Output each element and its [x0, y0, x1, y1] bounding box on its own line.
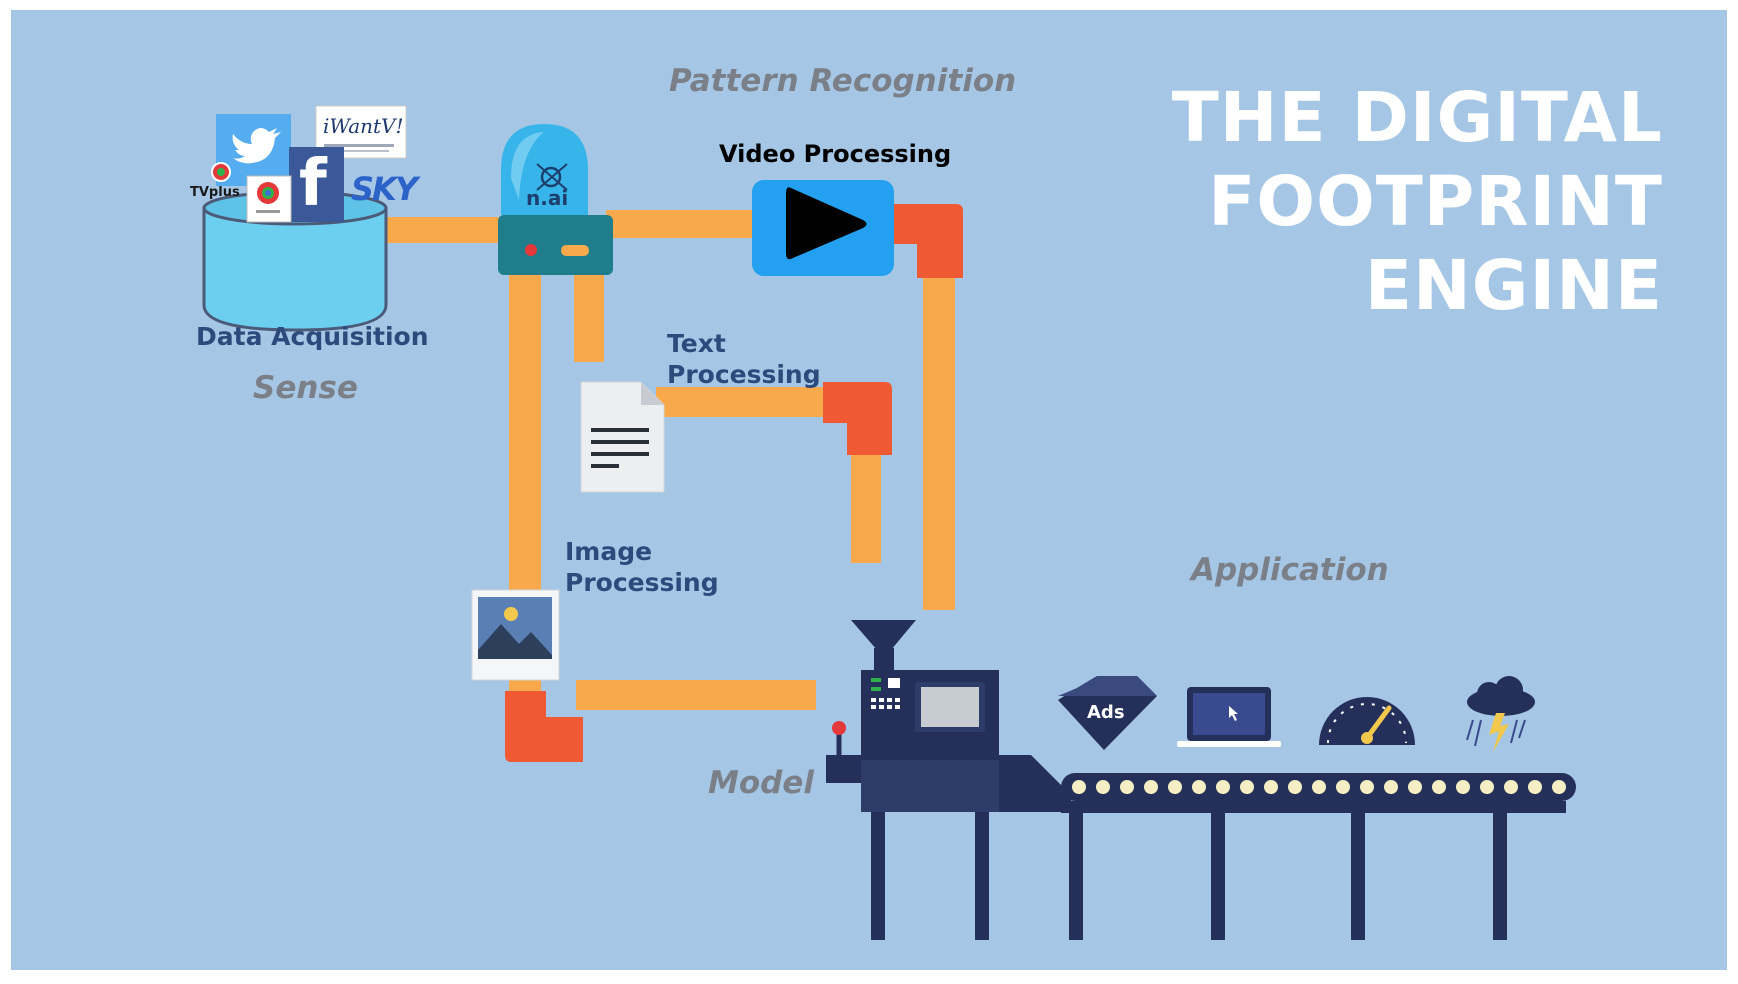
pipe-hub-to-text [574, 272, 604, 362]
stage-label-sense: Sense [253, 370, 358, 406]
conveyor-roller [1192, 780, 1206, 794]
tvplus-mark-icon [211, 162, 231, 182]
conveyor-roller [1432, 780, 1446, 794]
tvplus-logo-text: TVplus [190, 185, 240, 200]
video-play-button[interactable] [752, 180, 894, 276]
play-icon [786, 187, 867, 260]
ads-label: Ads [1087, 702, 1125, 723]
conveyor-belt [1061, 773, 1576, 940]
conveyor-roller [1120, 780, 1134, 794]
conveyor-roller [1336, 780, 1350, 794]
title-line-1: THE DIGITAL [1171, 78, 1663, 158]
video-processing-label: Video Processing [719, 140, 952, 168]
hub-orange-light [561, 245, 589, 256]
conveyor-roller [1528, 780, 1542, 794]
conveyor-roller [1360, 780, 1374, 794]
storm-cloud-icon [1466, 676, 1535, 752]
data-acquisition-label: Data Acquisition [196, 322, 429, 351]
conveyor-roller [1408, 780, 1422, 794]
stage-label-model: Model [708, 765, 814, 801]
text-processing-line-1: Text [667, 329, 726, 358]
image-photo-icon [471, 589, 560, 681]
conveyor-roller [1264, 780, 1278, 794]
ads-diamond-icon [1058, 676, 1157, 750]
conveyor-roller [1312, 780, 1326, 794]
conveyor-roller [1072, 780, 1086, 794]
image-processing-line-1: Image [565, 537, 653, 566]
elbow-top-right [891, 204, 963, 278]
stage-label-application: Application [1191, 552, 1389, 588]
title-line-2: FOOTPRINT [1208, 162, 1663, 242]
conveyor-roller [1168, 780, 1182, 794]
text-document-icon [580, 381, 665, 493]
hub-red-light [525, 244, 537, 256]
nai-logo-text: n.ai [526, 186, 569, 210]
conveyor-rollers [1072, 780, 1566, 794]
conveyor-roller [1096, 780, 1110, 794]
abs-cbn-logo [246, 175, 292, 223]
pipe-text-down [851, 445, 881, 563]
pipe-right-vertical [923, 270, 955, 610]
stage-label-pattern-recognition: Pattern Recognition [669, 63, 1017, 99]
conveyor-roller [1240, 780, 1254, 794]
digital-footprint-diagram: THE DIGITAL FOOTPRINT ENGINE Pattern Rec… [11, 10, 1727, 970]
model-machine [826, 620, 1071, 940]
pipe-tank-to-hub [386, 217, 506, 243]
laptop-icon [1177, 687, 1281, 747]
pipe-hub-to-video [606, 210, 756, 238]
sky-logo-text: SKY [351, 170, 418, 208]
conveyor-roller [1216, 780, 1230, 794]
facebook-icon [289, 147, 344, 222]
text-processing-label: Text Processing [667, 328, 821, 390]
source-logos [211, 105, 407, 223]
pipe-text-horizontal [656, 387, 831, 417]
image-processing-label: Image Processing [565, 536, 719, 598]
nai-hub [498, 124, 613, 275]
conveyor-roller [1288, 780, 1302, 794]
conveyor-roller [1384, 780, 1398, 794]
lever-knob [832, 721, 846, 735]
elbow-text [823, 382, 892, 455]
speedometer-icon [1319, 697, 1415, 745]
image-processing-line-2: Processing [565, 568, 719, 597]
conveyor-roller [1456, 780, 1470, 794]
title-line-3: ENGINE [1364, 246, 1663, 326]
conveyor-roller [1144, 780, 1158, 794]
nai-logo-icon [536, 163, 568, 191]
page-title: THE DIGITAL FOOTPRINT ENGINE [1172, 76, 1663, 328]
facebook-letter: f [299, 147, 327, 221]
text-processing-line-2: Processing [667, 360, 821, 389]
pipe-elbows [505, 204, 963, 762]
conveyor-roller [1504, 780, 1518, 794]
pipe-bottom-horizontal [576, 680, 816, 710]
conveyor-roller [1480, 780, 1494, 794]
conveyor-roller [1552, 780, 1566, 794]
iwantv-logo-text: iWantV! [323, 114, 404, 138]
elbow-bottom-left [505, 691, 583, 762]
pipeline-illustration [202, 105, 1576, 940]
